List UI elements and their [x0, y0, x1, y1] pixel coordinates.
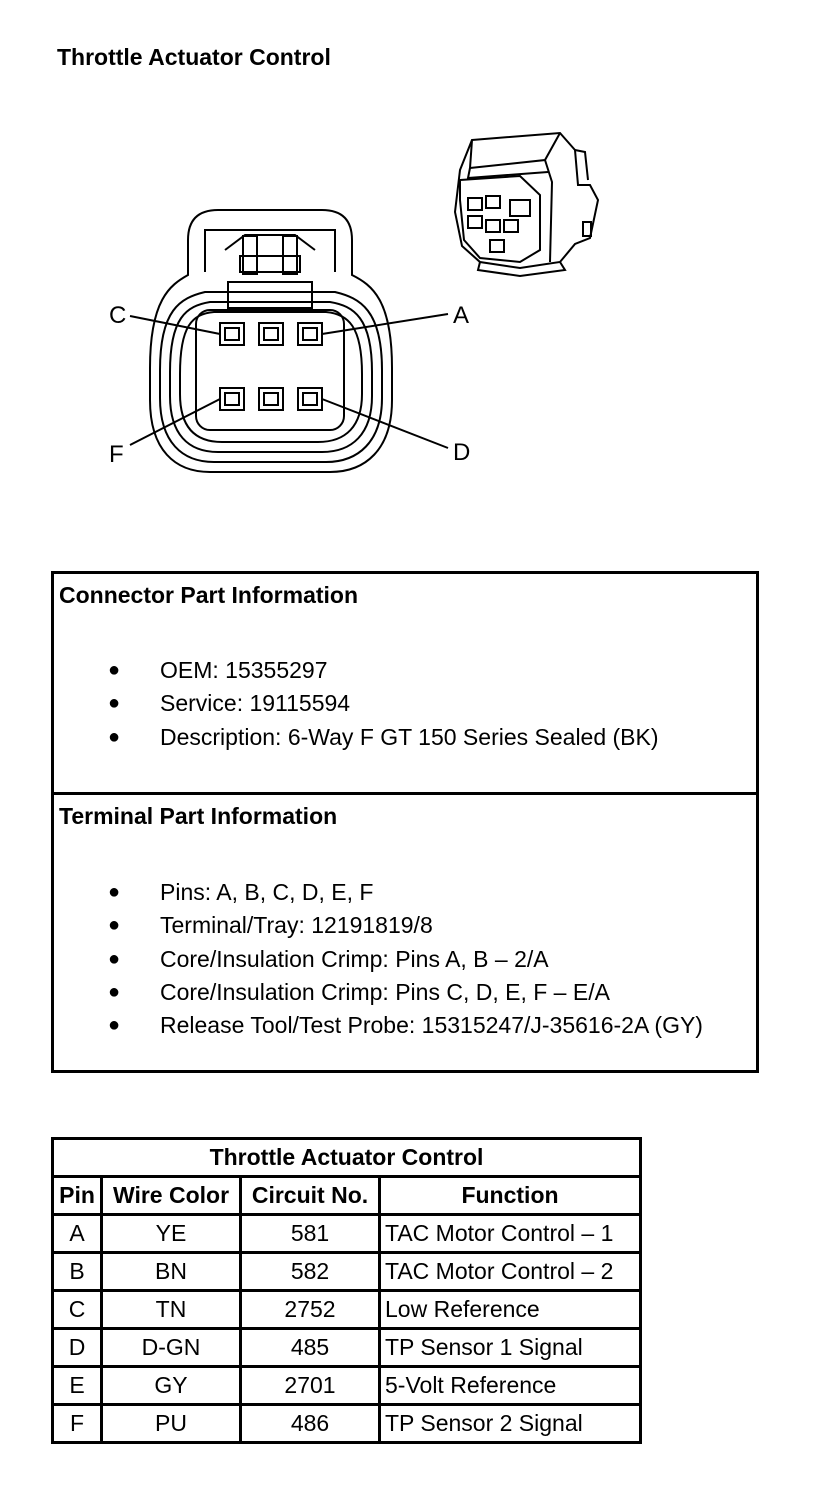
connector-info-heading: Connector Part Information	[59, 582, 359, 608]
cell-pin: D	[51, 1327, 103, 1368]
terminal-cavity	[195, 309, 345, 431]
latch-lock	[239, 255, 301, 273]
seal-ring-outer	[159, 291, 383, 463]
cell-wire-color: PU	[100, 1403, 242, 1444]
page-title: Throttle Actuator Control	[57, 44, 331, 70]
cell-pin: B	[51, 1251, 103, 1292]
leader-line-f	[129, 398, 221, 446]
table-row: A YE 581 TAC Motor Control – 1	[51, 1213, 642, 1254]
cell-wire-color: GY	[100, 1365, 242, 1406]
cell-circuit-no: 2752	[239, 1289, 381, 1330]
pin-label-a: A	[453, 302, 469, 329]
table-row: C TN 2752 Low Reference	[51, 1289, 642, 1330]
list-item: ●Core/Insulation Crimp: Pins A, B – 2/A	[108, 943, 703, 976]
latch-tab	[224, 234, 316, 251]
pin-c-cavity	[219, 322, 245, 346]
table-header-row: Pin Wire Color Circuit No. Function	[51, 1175, 642, 1216]
column-header-pin: Pin	[51, 1175, 103, 1216]
pin-f-cavity	[219, 387, 245, 411]
pin-label-d: D	[453, 439, 470, 466]
cell-circuit-no: 2701	[239, 1365, 381, 1406]
table-row: D D-GN 485 TP Sensor 1 Signal	[51, 1327, 642, 1368]
pin-d-cavity	[297, 387, 323, 411]
cell-function: TP Sensor 1 Signal	[378, 1327, 642, 1368]
leader-line-c	[129, 315, 221, 335]
connector-info-list: ●OEM: 15355297 ●Service: 19115594 ●Descr…	[108, 654, 659, 754]
pin-label-c: C	[109, 302, 126, 329]
pin-a-cavity	[297, 322, 323, 346]
cell-wire-color: BN	[100, 1251, 242, 1292]
cell-function: TP Sensor 2 Signal	[378, 1403, 642, 1444]
table-row: F PU 486 TP Sensor 2 Signal	[51, 1403, 642, 1444]
terminal-info-list: ●Pins: A, B, C, D, E, F ●Terminal/Tray: …	[108, 876, 703, 1042]
cell-circuit-no: 485	[239, 1327, 381, 1368]
list-item: ●Service: 19115594	[108, 687, 659, 720]
cell-pin: C	[51, 1289, 103, 1330]
bullet-icon: ●	[108, 980, 121, 1003]
bullet-icon: ●	[108, 1014, 121, 1037]
connector-housing-outline	[149, 209, 393, 473]
cell-pin: A	[51, 1213, 103, 1254]
list-item: ●OEM: 15355297	[108, 654, 659, 687]
table-row: E GY 2701 5-Volt Reference	[51, 1365, 642, 1406]
seal-ring-middle	[169, 301, 373, 453]
table-title: Throttle Actuator Control	[51, 1137, 642, 1178]
connector-part-information: Connector Part Information ●OEM: 1535529…	[54, 574, 756, 792]
cell-function: 5-Volt Reference	[378, 1365, 642, 1406]
table-row: B BN 582 TAC Motor Control – 2	[51, 1251, 642, 1292]
terminal-info-heading: Terminal Part Information	[59, 803, 338, 829]
latch-rib-right	[282, 235, 298, 275]
list-item: ●Terminal/Tray: 12191819/8	[108, 909, 703, 942]
pin-e-cavity	[258, 387, 284, 411]
cell-function: TAC Motor Control – 2	[378, 1251, 642, 1292]
bullet-icon: ●	[108, 659, 121, 681]
bullet-icon: ●	[108, 914, 121, 937]
table-title-row: Throttle Actuator Control	[51, 1137, 642, 1178]
cell-pin: F	[51, 1403, 103, 1444]
latch-body	[204, 229, 336, 272]
leader-line-d	[321, 398, 449, 449]
column-header-function: Function	[378, 1175, 642, 1216]
cell-circuit-no: 582	[239, 1251, 381, 1292]
list-item: ●Core/Insulation Crimp: Pins C, D, E, F …	[108, 976, 703, 1009]
column-header-circuit-no: Circuit No.	[239, 1175, 381, 1216]
part-information-box: Connector Part Information ●OEM: 1535529…	[51, 571, 759, 1073]
bullet-icon: ●	[108, 881, 121, 903]
list-item: ●Release Tool/Test Probe: 15315247/J-356…	[108, 1009, 703, 1042]
terminal-part-information: Terminal Part Information ●Pins: A, B, C…	[54, 792, 756, 1070]
pin-b-cavity	[258, 322, 284, 346]
cell-pin: E	[51, 1365, 103, 1406]
cell-wire-color: YE	[100, 1213, 242, 1254]
cell-function: Low Reference	[378, 1289, 642, 1330]
latch-rib-left	[242, 235, 258, 275]
list-item: ●Pins: A, B, C, D, E, F	[108, 876, 703, 909]
cell-wire-color: TN	[100, 1289, 242, 1330]
list-item: ●Description: 6-Way F GT 150 Series Seal…	[108, 721, 659, 754]
leader-line-a	[321, 313, 449, 335]
column-header-wire-color: Wire Color	[100, 1175, 242, 1216]
pin-table: Throttle Actuator Control Pin Wire Color…	[51, 1137, 642, 1444]
pin-label-f: F	[109, 441, 124, 468]
bullet-icon: ●	[108, 725, 121, 748]
cell-wire-color: D-GN	[100, 1327, 242, 1368]
cell-function: TAC Motor Control – 1	[378, 1213, 642, 1254]
bullet-icon: ●	[108, 692, 121, 715]
cell-circuit-no: 581	[239, 1213, 381, 1254]
bullet-icon: ●	[108, 947, 121, 970]
connector-3d-illustration	[453, 131, 600, 278]
seal-ring-inner	[179, 311, 363, 443]
cell-circuit-no: 486	[239, 1403, 381, 1444]
connector-face-diagram: C A F D	[109, 131, 600, 473]
key-rail	[227, 281, 313, 309]
